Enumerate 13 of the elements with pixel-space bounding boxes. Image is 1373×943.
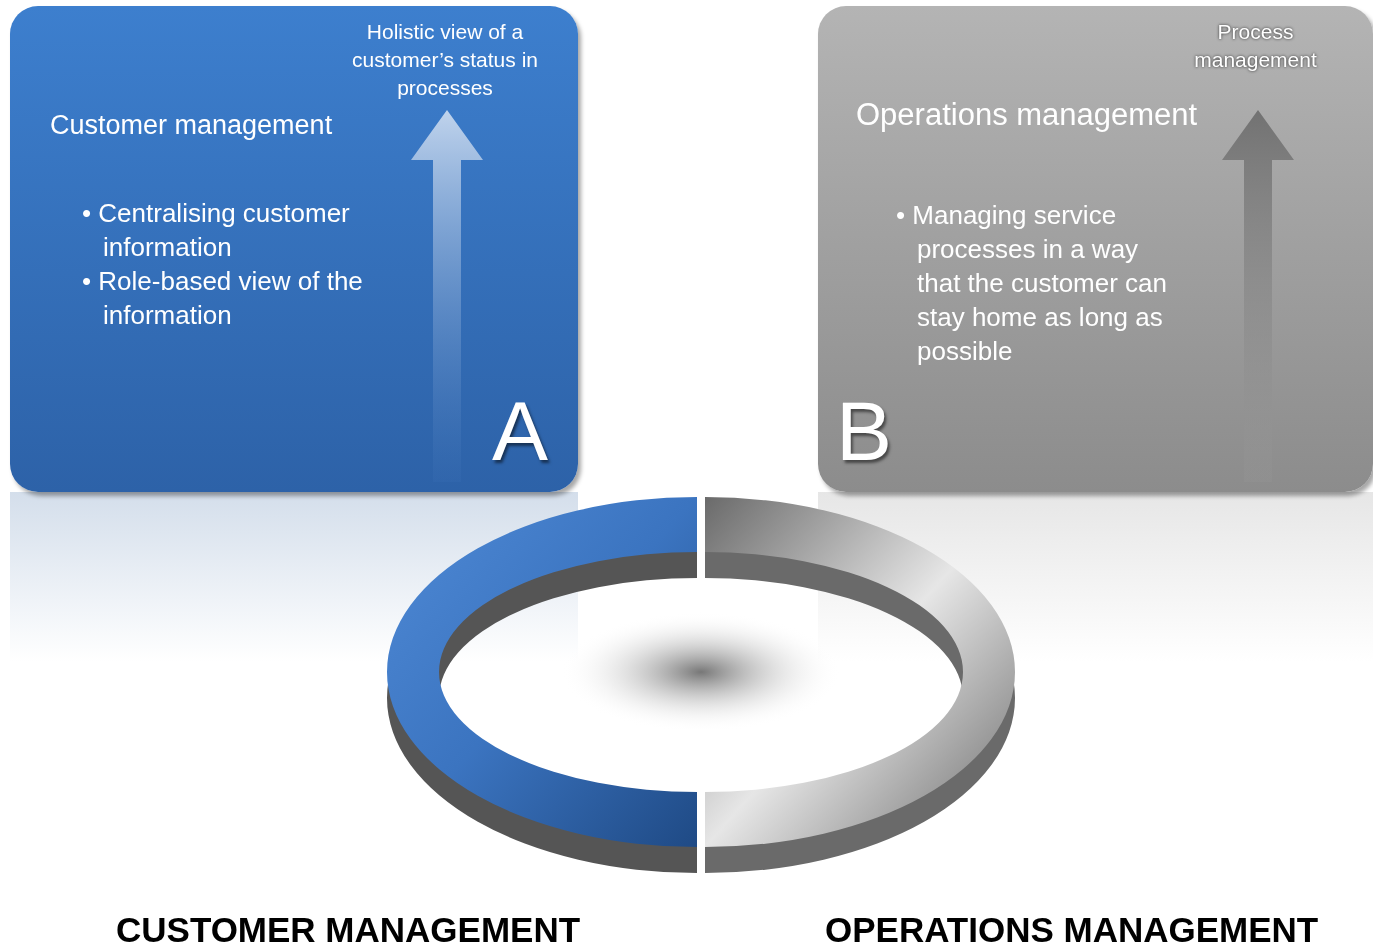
panel-heading: Customer management (50, 109, 333, 142)
panel-card (818, 6, 1373, 492)
bullet-text: • Managing service processes in a way that the customer can stay home as long as possible (896, 199, 1169, 368)
bullet-text: • Centralising customer information (82, 197, 351, 264)
section-title: OPERATIONS MANAGEMENT (825, 909, 1319, 943)
panel-heading: Operations management (856, 96, 1198, 134)
caption-text: Process management (1193, 19, 1318, 73)
section-title: CUSTOMER MANAGEMENT (116, 909, 581, 943)
bullet-text: • Role-based view of the information (82, 265, 364, 332)
panel-card (10, 6, 578, 492)
section-letter: B (836, 386, 893, 476)
section-letter: A (492, 386, 549, 476)
caption-text: Holistic view of a customer’s status in processes (351, 19, 539, 101)
